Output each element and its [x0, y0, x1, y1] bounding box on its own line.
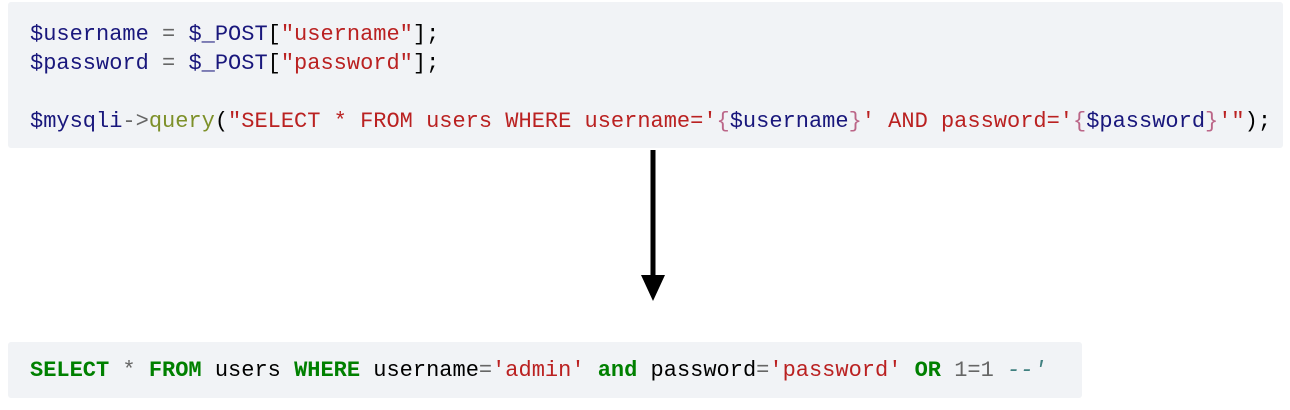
code-line: SELECT * FROM users WHERE username='admi… [30, 358, 1047, 383]
code-line: $username = $_POST["username"]; [30, 22, 440, 47]
resulting-sql-query-block: SELECT * FROM users WHERE username='admi… [8, 342, 1082, 398]
php-source-code-block: $username = $_POST["username"]; $passwor… [8, 2, 1283, 148]
code-line: $password = $_POST["password"]; [30, 51, 440, 76]
code-line-blank [30, 78, 1283, 107]
down-arrow-icon [640, 150, 666, 301]
code-line: $mysqli->query("SELECT * FROM users WHER… [30, 109, 1272, 134]
